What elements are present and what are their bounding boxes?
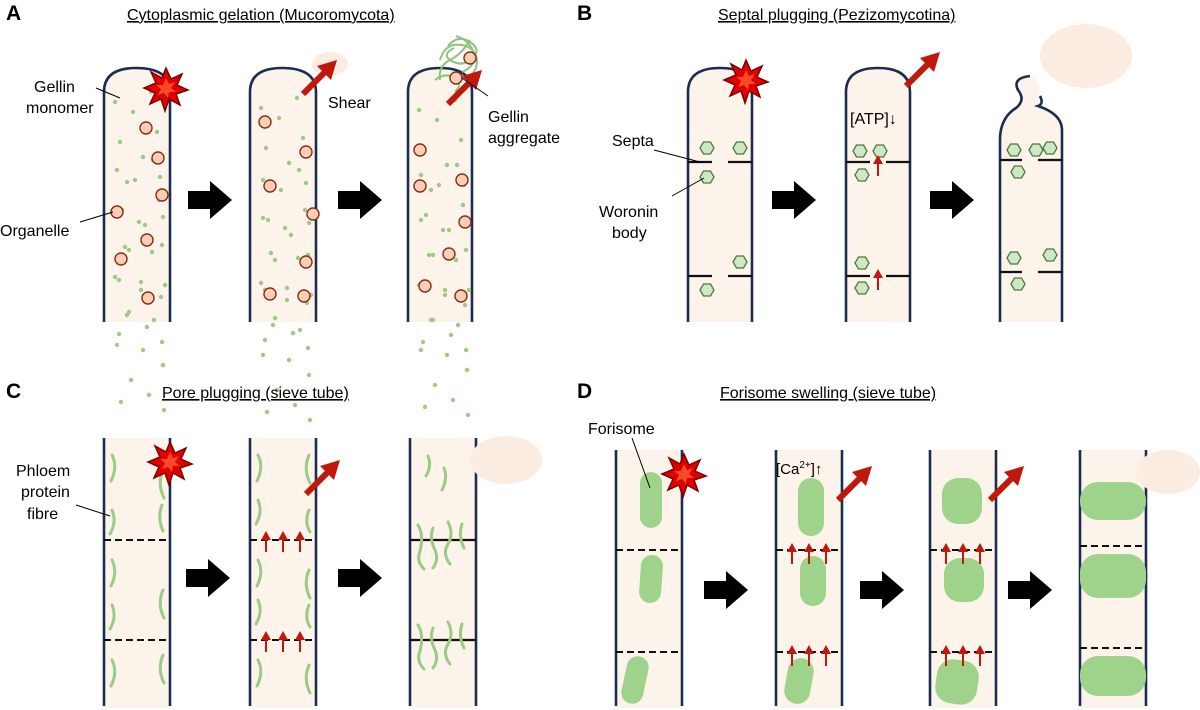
panel-b-title: Septal plugging (Pezizomycotina) [718, 7, 955, 24]
sieve-tube-forisome-swelling [928, 450, 1024, 708]
sieve-tube-damaged [248, 438, 340, 708]
step-arrow-icon [1008, 571, 1052, 609]
hypha-gelled [406, 35, 482, 418]
organelle-label: Organelle [0, 223, 69, 240]
atp-label: [ATP]↓ [850, 111, 897, 128]
hypha-septate-intact [686, 59, 769, 322]
panel-d-letter: D [577, 380, 592, 403]
gellin-monomer-label-1: Gellin [34, 79, 75, 96]
gellin-aggregate-label-1: Gellin [488, 109, 529, 126]
sieve-tube-intact [102, 438, 193, 708]
sieve-tube-forisome-plugged [1078, 450, 1200, 708]
woronin-leader [671, 177, 705, 197]
septa-leader [653, 149, 701, 163]
panel-d-title: Forisome swelling (sieve tube) [720, 385, 936, 402]
shear-arrow-icon [906, 52, 940, 86]
hypha-septate-plugged [998, 24, 1132, 322]
step-arrow-icon [704, 571, 748, 609]
step-arrow-icon [186, 559, 230, 597]
damage-burst-icon [723, 59, 769, 104]
panel-c: C Pore plugging (sieve tube) Phloem prot… [6, 380, 542, 708]
woronin-label-1: Woronin [599, 204, 658, 221]
panel-c-title: Pore plugging (sieve tube) [162, 385, 349, 402]
sieve-tube-forisome-intact [614, 450, 707, 708]
step-arrow-icon [188, 181, 232, 219]
hypha-septate-damaged [844, 52, 940, 322]
panel-a: A Cytoplasmic gelation (Mucoromycota) Ge… [0, 2, 560, 423]
phloem-leader [75, 504, 111, 517]
forisome-leader [631, 437, 651, 489]
ca-label-open: [Ca2+]↑ [776, 460, 822, 478]
phloem-label-1: Phloem [16, 463, 70, 480]
step-arrow-icon [338, 181, 382, 219]
panel-a-letter: A [6, 2, 21, 25]
phloem-label-2: protein [21, 484, 70, 501]
step-arrow-icon [930, 181, 974, 219]
woronin-label-2: body [612, 225, 647, 242]
hypha-intact [102, 66, 189, 413]
phloem-label-3: fibre [27, 506, 58, 523]
gellin-aggregate-leader [461, 77, 489, 97]
shear-label: Shear [328, 95, 371, 112]
forisome-label: Forisome [588, 421, 655, 438]
organelle-leader [79, 211, 114, 223]
step-arrow-icon [338, 559, 382, 597]
panel-a-title: Cytoplasmic gelation (Mucoromycota) [127, 7, 395, 24]
panel-d: D Forisome swelling (sieve tube) Forisom… [577, 380, 1200, 708]
gellin-monomer-label-2: monomer [26, 100, 94, 117]
hypha-sheared [248, 52, 348, 423]
panel-b: B Septal plugging (Pezizomycotina) Septa… [577, 2, 1132, 322]
sieve-tube-plugged [408, 436, 542, 708]
sieve-tube-forisome-damaged [774, 450, 872, 708]
step-arrow-icon [860, 571, 904, 609]
septa-label: Septa [612, 133, 654, 150]
step-arrow-icon [772, 181, 816, 219]
gellin-aggregate-label-2: aggregate [488, 130, 560, 147]
panel-b-letter: B [577, 2, 592, 25]
gellin-monomer-leader [95, 87, 121, 99]
panel-c-letter: C [6, 380, 21, 403]
